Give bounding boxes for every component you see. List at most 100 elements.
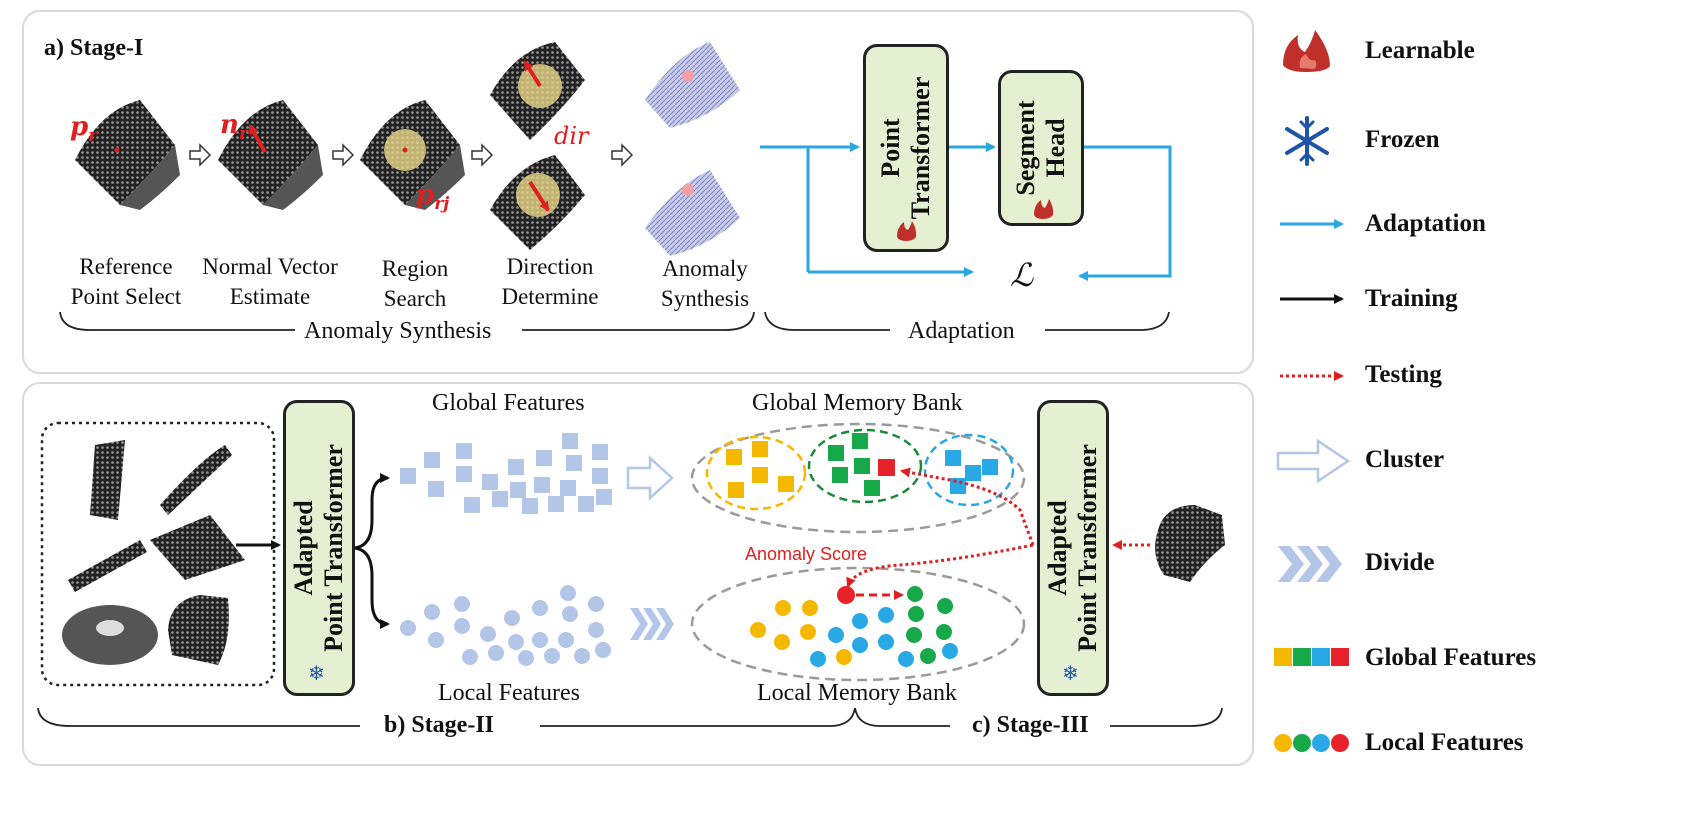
legend-global-features: Global Features [1365, 644, 1537, 671]
math-pr-base: p [70, 112, 89, 142]
local-test-circle [837, 586, 855, 604]
global-features-label: Global Features [432, 390, 585, 416]
math-pr: pr [70, 112, 97, 146]
point-cloud-4a [490, 42, 585, 140]
global-memory-bank [690, 422, 1026, 534]
point-transformer-box: Point Transformer [863, 44, 949, 252]
math-pr-sub: r [88, 126, 98, 147]
apt3-line1: Adapted [1043, 500, 1072, 596]
step-direction-line2: Determine [501, 284, 599, 309]
training-objects [62, 440, 245, 665]
cluster-yellow [705, 435, 807, 511]
step-normal-line1: Normal Vector [202, 254, 338, 279]
legend-divide-chevrons [1278, 546, 1342, 582]
pt-line2: Transformer [906, 76, 935, 220]
segment-head-label: Segment Head [1011, 100, 1071, 195]
point-transformer-label: Point Transformer [876, 77, 936, 219]
math-nr: nr [220, 110, 248, 144]
legend-training: Training [1365, 285, 1458, 312]
apt3-line2: Point Transformer [1073, 444, 1102, 652]
frozen-icon [1285, 116, 1329, 166]
stage3-label: c) Stage-III [972, 712, 1089, 738]
step-region-line1: Region [381, 256, 449, 281]
braces [37, 311, 1223, 727]
divide-chevrons [630, 608, 674, 640]
point-cloud-4b [490, 155, 585, 250]
learnable-icon [1283, 30, 1330, 72]
point-cloud-3 [360, 100, 465, 210]
legend-local-features: Local Features [1365, 729, 1524, 756]
math-nr-sub: r [238, 124, 248, 145]
step-direction-line1: Direction [506, 254, 594, 279]
frozen-icon-small: ❄ [308, 661, 325, 685]
math-prj-base: p [416, 180, 435, 210]
adapted-pt-label-stage3: Adapted Point Transformer [1043, 444, 1103, 652]
local-features-label: Local Features [438, 680, 580, 706]
step-anomaly-synthesis: Anomaly Synthesis [650, 254, 760, 314]
adapted-point-transformer-box-stage3: Adapted Point Transformer ❄ [1037, 400, 1109, 696]
global-green-squares [828, 433, 880, 496]
global-feature-squares [400, 433, 612, 514]
cluster-green [807, 428, 923, 504]
adapted-pt-label: Adapted Point Transformer [289, 444, 349, 652]
legend-learnable: Learnable [1365, 37, 1475, 64]
math-nr-base: n [220, 110, 239, 140]
local-memory-bank [690, 566, 1026, 682]
step-anomaly-line1: Anomaly [662, 256, 748, 281]
global-test-square [878, 459, 895, 476]
math-prj-sub: rj [434, 194, 450, 215]
local-blue-circles [810, 607, 958, 667]
step-reference-line1: Reference [79, 254, 173, 279]
global-yellow-squares [726, 441, 794, 498]
stage2-label: b) Stage-II [384, 712, 495, 738]
learnable-icon-small [897, 221, 917, 241]
step-anomaly-line2: Synthesis [660, 286, 750, 311]
brace-anomaly-synthesis: Anomaly Synthesis [304, 318, 492, 344]
cluster-blue [923, 433, 1015, 507]
step-reference-line2: Point Select [70, 284, 182, 309]
sh-line2: Head [1041, 118, 1070, 178]
step-region-search: Region Search [360, 254, 470, 314]
anomaly-score-label: Anomaly Score [745, 544, 868, 564]
frozen-icon-small-stage3: ❄ [1062, 661, 1079, 685]
legend-global-squares [1274, 648, 1349, 666]
global-memory-bank-label: Global Memory Bank [752, 390, 963, 416]
global-blue-squares [945, 450, 998, 494]
adaptation-flow [760, 142, 1172, 281]
apt-line2: Point Transformer [319, 444, 348, 652]
math-dir: dir [554, 122, 589, 150]
step-region-line2: Search [383, 286, 447, 311]
step-direction: Direction Determine [490, 252, 610, 312]
stage1-title: a) Stage-I [44, 35, 144, 61]
point-cloud-5b [645, 170, 740, 256]
adapted-point-transformer-box: Adapted Point Transformer ❄ [283, 400, 355, 696]
normal-vector-arrow [248, 124, 267, 153]
legend-frozen: Frozen [1365, 126, 1440, 153]
sh-line1: Segment [1011, 100, 1040, 196]
math-prj: prj [416, 180, 449, 214]
local-feature-circles [400, 585, 611, 666]
legend-adaptation: Adaptation [1365, 210, 1486, 237]
point-cloud-5a [645, 42, 740, 128]
loss-symbol: ℒ [1010, 257, 1034, 293]
test-object [1155, 505, 1225, 582]
apt-line1: Adapted [289, 500, 318, 596]
training-objects-box [40, 421, 276, 687]
step-normal-line2: Estimate [229, 284, 311, 309]
step-normal-vector: Normal Vector Estimate [192, 252, 348, 312]
segment-head-box: Segment Head [998, 70, 1084, 226]
legend-divide: Divide [1365, 549, 1435, 576]
cluster-arrow [626, 455, 674, 501]
local-yellow-circles [750, 600, 852, 665]
brace-adaptation: Adaptation [908, 318, 1015, 344]
local-green-circles [906, 586, 953, 664]
learnable-icon-small-2 [1034, 199, 1054, 219]
legend-cluster-arrow [1276, 438, 1351, 484]
legend-local-circles [1274, 734, 1349, 752]
point-cloud-1 [75, 100, 180, 210]
legend-testing: Testing [1365, 361, 1442, 388]
local-memory-bank-label: Local Memory Bank [757, 680, 957, 706]
point-cloud-2 [218, 100, 323, 210]
testing-arrows [846, 467, 1150, 600]
